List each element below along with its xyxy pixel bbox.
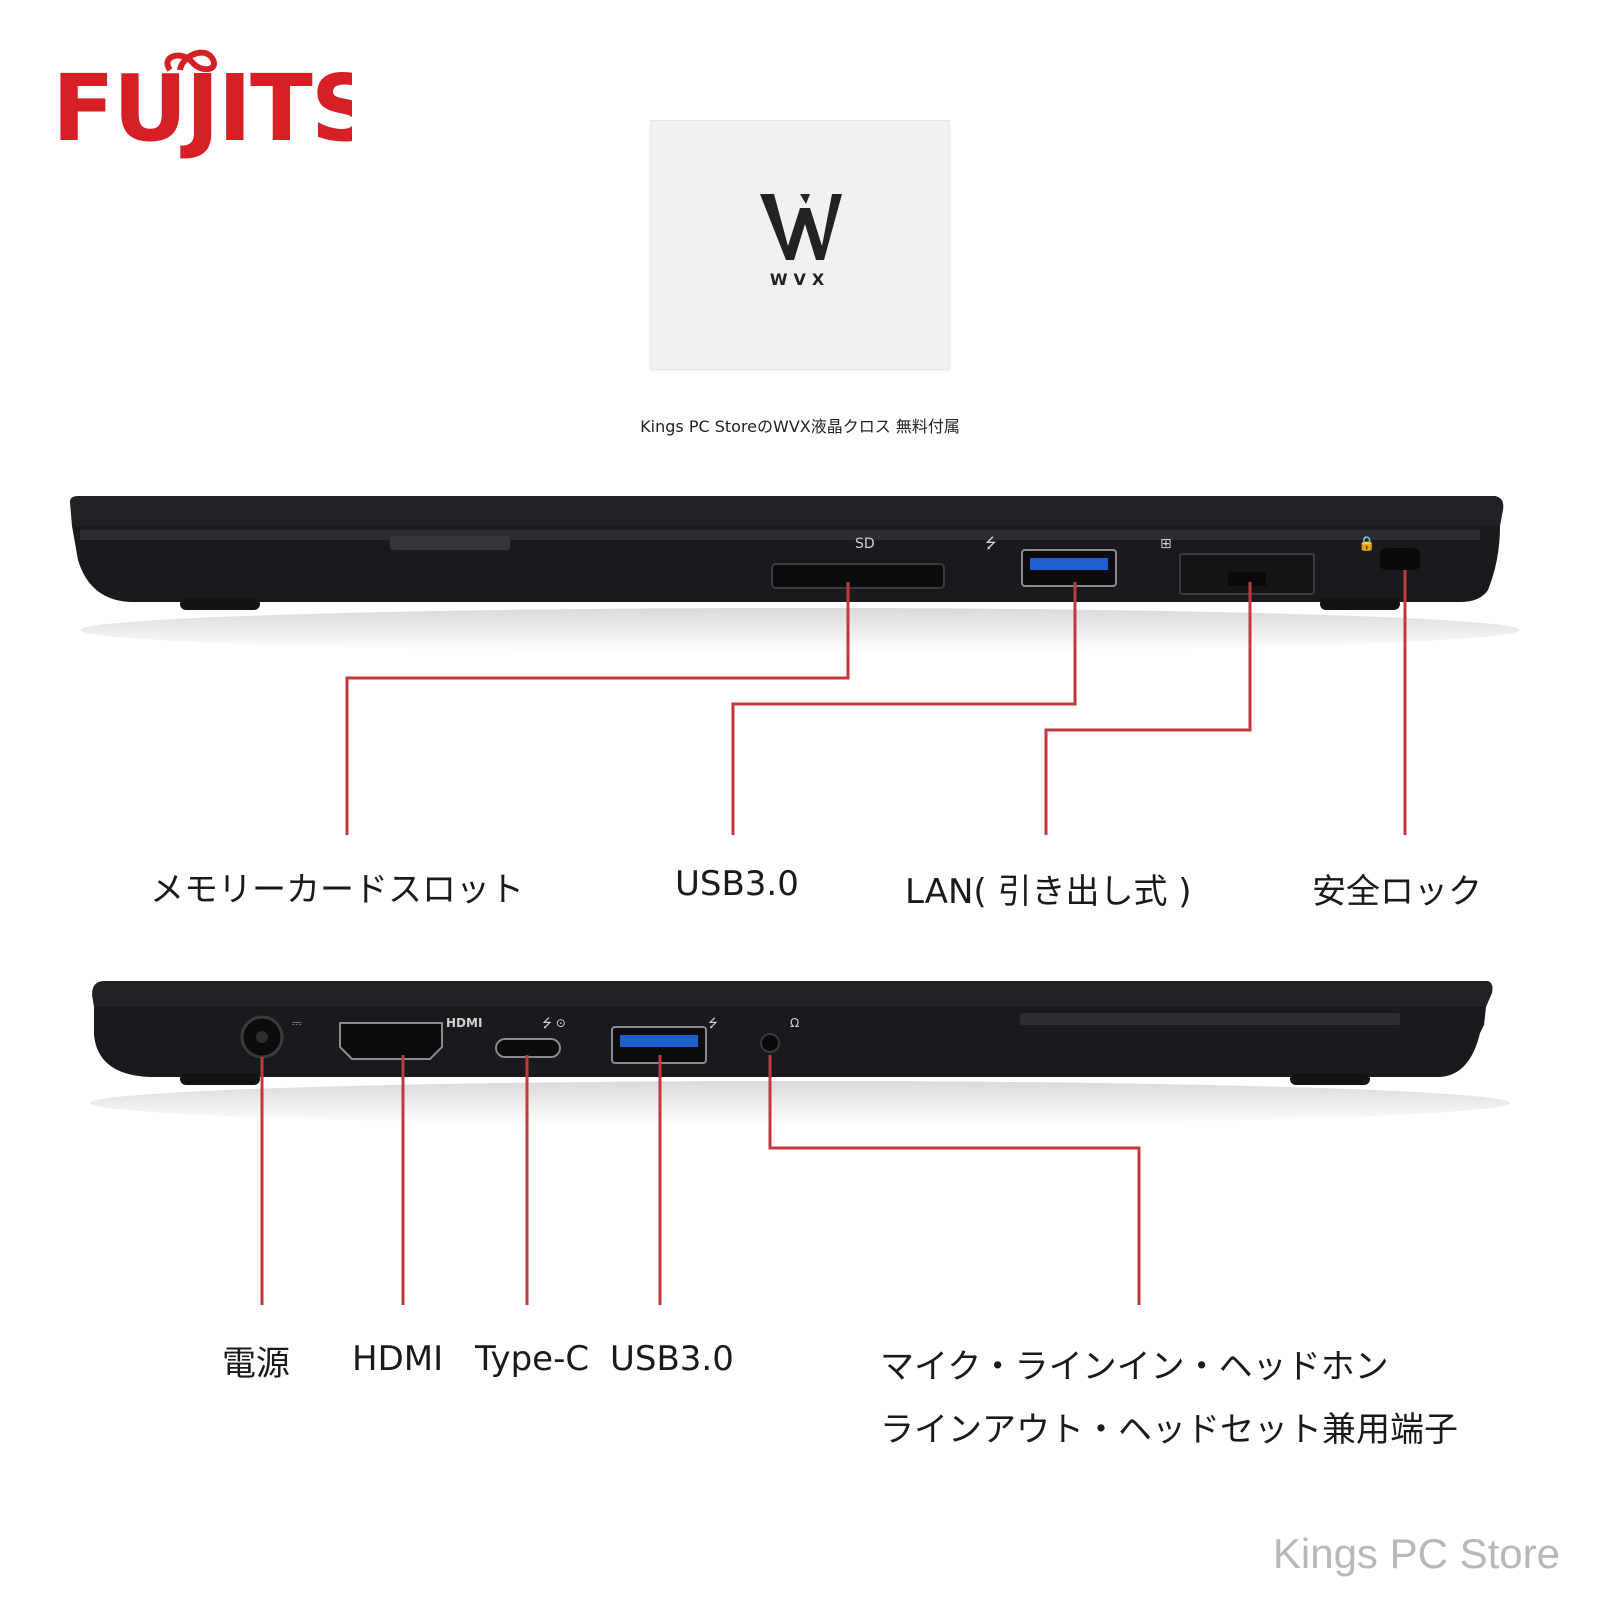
label-power: 電源	[222, 1344, 290, 1384]
label-audio-line1: マイク・ラインイン・ヘッドホン	[880, 1347, 1389, 1387]
sd-icon: SD	[855, 536, 875, 552]
security-lock-slot	[1380, 548, 1420, 570]
store-watermark: Kings PC Store	[1272, 1530, 1560, 1577]
callout-lan	[1044, 582, 1252, 835]
label-lan: LAN( 引き出し式 )	[905, 872, 1192, 912]
memory-card-slot	[771, 563, 945, 589]
lock-icon: 🔒	[1358, 536, 1375, 552]
wvx-cleaning-cloth: WVX	[650, 120, 950, 370]
type-c-port	[495, 1038, 561, 1058]
label-memory-card-slot: メモリーカードスロット	[150, 870, 524, 910]
dc-power-icon: ⎓	[292, 1016, 302, 1030]
label-security-lock: 安全ロック	[1312, 872, 1482, 912]
label-usb-right: USB3.0	[675, 864, 799, 904]
label-hdmi: HDMI	[352, 1339, 444, 1379]
callout-memory-card	[345, 582, 850, 835]
wvx-mark-text: WVX	[769, 270, 831, 289]
laptop-lid	[70, 496, 1504, 526]
network-icon: ⊞	[1160, 536, 1172, 552]
fujitsu-wordmark: FUJITSU	[52, 55, 352, 162]
wvx-logo-icon	[760, 194, 842, 260]
fujitsu-logo: FUJITSU	[52, 49, 352, 162]
label-usb-left: USB3.0	[610, 1339, 734, 1379]
hdmi-icon: HDMI	[446, 1016, 482, 1030]
laptop-right-side: SD ⭍ ⊞ 🔒	[70, 496, 1520, 835]
usb-c-icon: ⭍ ⊙	[542, 1016, 566, 1030]
laptop-shadow	[80, 608, 1520, 652]
audio-jack	[760, 1033, 780, 1053]
callout-usb	[731, 582, 1077, 835]
label-type-c: Type-C	[475, 1339, 590, 1379]
laptop-shadow	[90, 1081, 1510, 1125]
headphone-icon: Ω	[790, 1016, 799, 1030]
laptop-left-side: ⎓ HDMI ⭍ ⊙ ⭍ Ω	[90, 981, 1510, 1305]
label-audio-line2: ラインアウト・ヘッドセット兼用端子	[880, 1410, 1458, 1450]
usb-charge-icon: ⭍	[708, 1016, 718, 1030]
hdmi-port	[339, 1022, 443, 1060]
laptop-lid	[92, 981, 1493, 1007]
cloth-caption: Kings PC StoreのWVX液晶クロス 無料付属	[640, 417, 960, 436]
usb-icon: ⭍	[985, 536, 997, 552]
callout-audio	[768, 1055, 1141, 1305]
